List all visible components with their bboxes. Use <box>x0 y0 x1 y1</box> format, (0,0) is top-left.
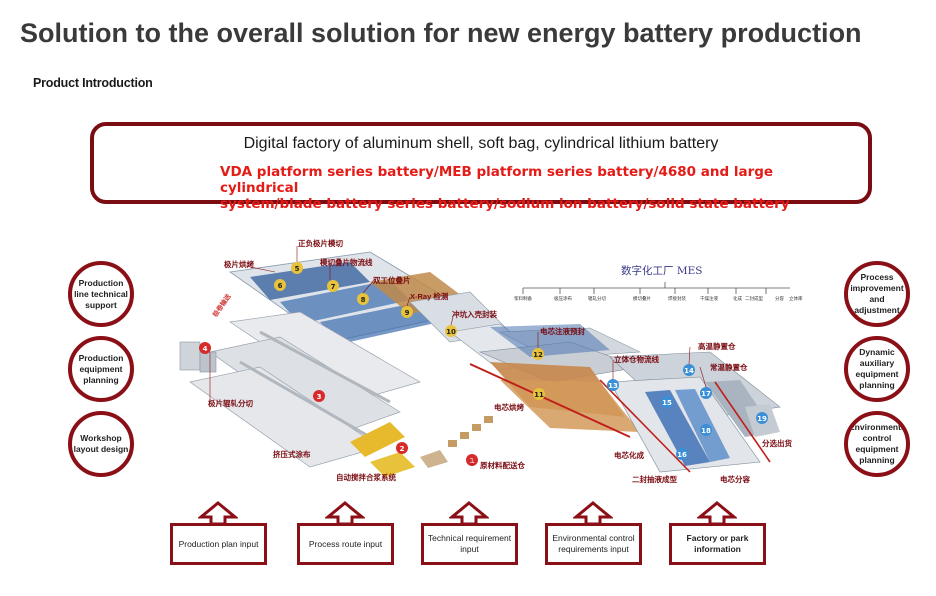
svg-text:4: 4 <box>203 345 208 353</box>
page-title: Solution to the overall solution for new… <box>20 18 862 48</box>
circle-label: Dynamic auxiliary equipment planning <box>855 347 899 390</box>
label-electrode-bake: 极片烘烤 <box>224 260 254 269</box>
svg-text:10: 10 <box>446 328 456 336</box>
formation-area <box>599 351 781 473</box>
mes-item: 分容 <box>775 296 784 301</box>
mixing-area <box>350 416 493 477</box>
circle-label: Workshop layout design <box>73 433 129 454</box>
svg-text:18: 18 <box>701 427 711 435</box>
label-extrusion-coat: 挤压式涂布 <box>273 450 311 459</box>
input-factory-info: Factory or park information <box>669 523 766 565</box>
leader-lines <box>209 246 707 466</box>
label-die-cut-stack: 模切叠片物流线 <box>320 258 373 267</box>
mes-item: 极压涂布 <box>554 296 572 301</box>
circle-label: Process improvement and adjustment <box>850 272 904 315</box>
svg-text:3: 3 <box>317 393 322 401</box>
svg-text:17: 17 <box>701 390 711 398</box>
svg-text:6: 6 <box>278 282 283 290</box>
label-auto-mix: 自动搅拌合浆系统 <box>336 473 396 482</box>
svg-text:15: 15 <box>662 399 672 407</box>
circle-environment-planning: Environmental control equipment planning <box>844 411 910 477</box>
circle-auxiliary-planning: Dynamic auxiliary equipment planning <box>844 336 910 402</box>
circle-label: Production equipment planning <box>78 352 124 385</box>
svg-text:14: 14 <box>684 367 694 375</box>
label-inject-seal: 电芯注液预封 <box>540 327 585 336</box>
mes-item: 二封成型 <box>745 296 763 301</box>
svg-text:5: 5 <box>295 265 300 273</box>
arrow-up-icon <box>697 501 737 525</box>
mes-tree <box>522 282 790 294</box>
coating-area <box>179 311 421 468</box>
input-technical-requirement: Technical requirement input <box>421 523 518 565</box>
svg-text:16: 16 <box>677 451 687 459</box>
circle-process-improvement: Process improvement and adjustment <box>844 261 910 327</box>
intro-line-1: VDA platform series battery/MEB platform… <box>220 164 774 196</box>
svg-text:2: 2 <box>400 445 405 453</box>
input-process-route: Process route input <box>297 523 394 565</box>
intro-box: Digital factory of aluminum shell, soft … <box>90 122 872 212</box>
label-cell-bake: 电芯烘烤 <box>494 403 524 412</box>
svg-text:9: 9 <box>405 309 410 317</box>
label-dual-stack: 双工位叠片 <box>373 276 411 285</box>
label-high-temp-store: 高温静置仓 <box>698 342 736 351</box>
circle-workshop-layout: Workshop layout design <box>68 411 134 477</box>
circle-label: Production line technical support <box>74 277 128 310</box>
label-positive-negative-cut: 正负极片模切 <box>298 239 343 248</box>
intro-battery-types: VDA platform series battery/MEB platform… <box>220 164 840 212</box>
arrow-up-icon <box>449 501 489 525</box>
arrow-up-icon <box>573 501 613 525</box>
label-shell-seal: 冲坑入壳封装 <box>452 310 497 319</box>
label-second-seal: 二封抽液成型 <box>632 475 677 484</box>
svg-text:7: 7 <box>331 283 336 291</box>
mes-item: 化成 <box>733 296 742 301</box>
arrow-up-icon <box>325 501 365 525</box>
circle-equipment-planning: Production equipment planning <box>68 336 134 402</box>
mes-item: 立体库 <box>789 296 803 301</box>
svg-text:8: 8 <box>361 296 366 304</box>
mes-item: 模切叠片 <box>633 296 651 301</box>
label-electrode-slit: 极片辊轧分切 <box>208 399 253 408</box>
svg-text:11: 11 <box>534 391 544 399</box>
mes-item: 焊接封装 <box>668 296 686 301</box>
svg-text:12: 12 <box>533 351 543 359</box>
label-capacity: 电芯分容 <box>720 475 750 484</box>
circle-line-support: Production line technical support <box>68 261 134 327</box>
intro-heading: Digital factory of aluminum shell, soft … <box>243 135 719 152</box>
label-normal-temp-store: 常温静置仓 <box>710 363 748 372</box>
label-material-feed: 原材料配送仓 <box>480 461 525 470</box>
input-environmental-control: Environmental control requirements input <box>545 523 642 565</box>
section-title: Product Introduction <box>33 76 153 90</box>
intro-line-2: system/blade battery series battery/sodi… <box>220 196 790 212</box>
mes-title: 数字化工厂 MES <box>621 265 703 277</box>
svg-text:13: 13 <box>608 382 618 390</box>
label-xray: X-Ray 检测 <box>410 292 449 301</box>
label-sort-out: 分选出货 <box>762 439 792 448</box>
svg-text:19: 19 <box>757 415 767 423</box>
label-formation: 电芯化成 <box>614 451 644 460</box>
factory-layout-diagram: 1 2 3 4 5 6 7 8 9 10 11 12 13 14 15 16 1… <box>179 246 790 477</box>
circle-label: Environmental control equipment planning <box>849 422 909 465</box>
input-production-plan: Production plan input <box>170 523 267 565</box>
mes-item: 浆料制备 <box>514 296 532 301</box>
arrow-up-icon <box>198 501 238 525</box>
label-rack-line: 立体仓物流线 <box>614 355 659 364</box>
mes-item: 辊轧分切 <box>588 296 606 301</box>
mes-item: 干燥注液 <box>700 296 718 301</box>
